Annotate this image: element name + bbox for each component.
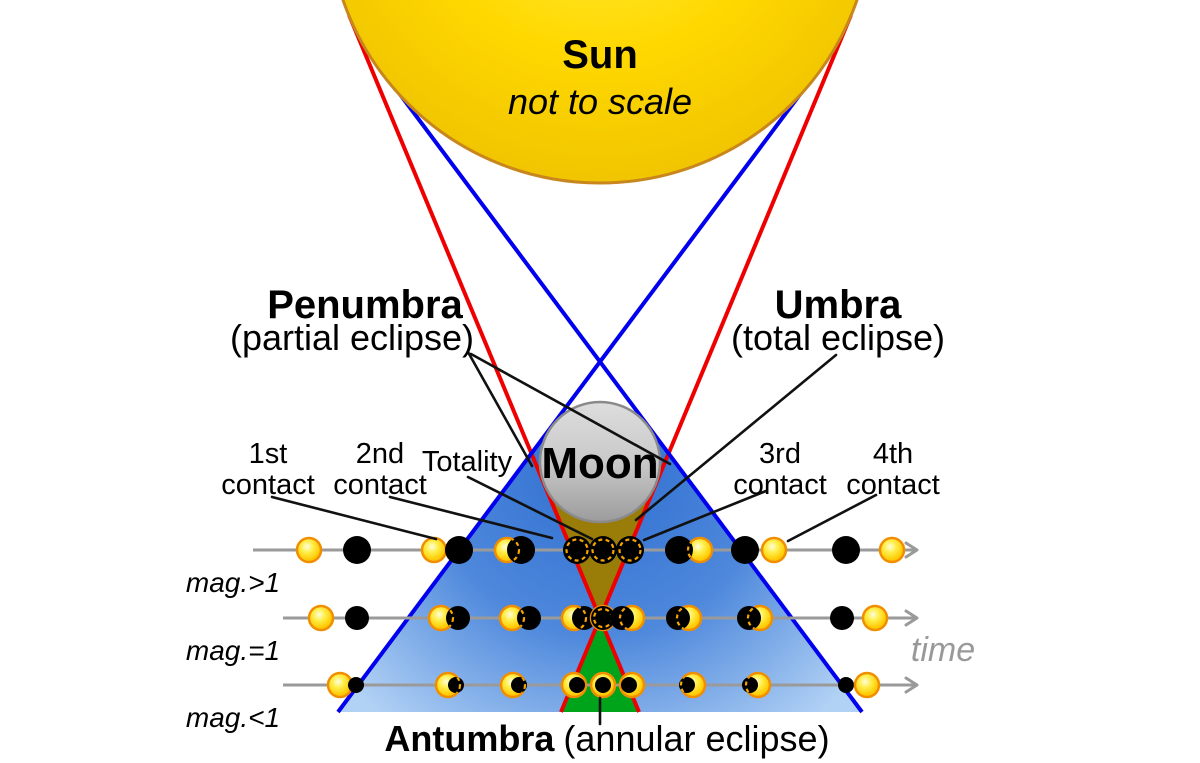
hidden-sun-limb xyxy=(565,538,589,562)
timeline-row-mag-lt-1 xyxy=(283,671,919,699)
hidden-sun-limb xyxy=(448,677,462,693)
moon-symbol xyxy=(348,677,364,693)
third-contact-label-num: 3rd xyxy=(759,438,801,470)
first-contact-label-word: contact xyxy=(221,469,315,501)
moon-symbol xyxy=(595,677,611,693)
umbra-tangent-line-right xyxy=(559,14,853,713)
second-contact-label-num: 2nd xyxy=(356,438,404,470)
sun-title: Sun xyxy=(562,33,638,77)
sun-symbol xyxy=(420,536,448,564)
arrow-right-icon xyxy=(904,676,919,694)
sun-symbol xyxy=(295,536,323,564)
antumbra-subtitle: (annular eclipse) xyxy=(563,718,829,759)
penumbra-tangent-line-left xyxy=(336,71,818,714)
time-axis-label: time xyxy=(911,631,975,669)
magnitude-label-row-2: mag.=1 xyxy=(186,635,280,666)
hidden-sun-limb xyxy=(618,538,642,562)
moon-symbol xyxy=(742,677,758,693)
penumbra-tangent-line-right xyxy=(382,71,864,714)
umbra-tangent-line-left xyxy=(347,14,641,713)
hidden-sun-limb xyxy=(675,606,690,630)
sun-disk xyxy=(341,0,859,185)
sun-symbol xyxy=(878,536,906,564)
first-contact-pointer xyxy=(270,495,438,541)
penumbra-pointer-right xyxy=(469,352,672,466)
penumbra-title: Penumbra xyxy=(267,283,463,327)
hidden-sun-limb xyxy=(572,606,588,630)
moon-symbol xyxy=(507,536,535,564)
third-contact-label-word: contact xyxy=(733,469,827,501)
second-contact-pointer xyxy=(388,495,554,540)
moon-symbol xyxy=(343,536,371,564)
hidden-sun-limb xyxy=(679,677,695,693)
hidden-sun-limb xyxy=(511,677,527,693)
hidden-sun-limb xyxy=(686,536,693,564)
fourth-contact-label-word: contact xyxy=(846,469,940,501)
penumbra-pointer-left xyxy=(466,350,534,468)
moon-symbol xyxy=(665,536,693,564)
sun-symbol xyxy=(307,604,335,632)
umbra-subtitle: (total eclipse) xyxy=(731,317,945,358)
hidden-sun-limb xyxy=(591,538,615,562)
moon-symbol xyxy=(830,606,854,630)
sun-symbol xyxy=(760,536,788,564)
moon-disk xyxy=(538,400,662,524)
third-contact-pointer xyxy=(642,489,768,542)
umbra-pointer xyxy=(634,353,838,522)
totality-label: Totality xyxy=(422,446,513,478)
magnitude-label-row-3: mag.<1 xyxy=(186,702,280,733)
moon-symbol xyxy=(610,606,634,630)
moon-label: Moon xyxy=(541,439,658,488)
fourth-contact-label-num: 4th xyxy=(873,438,913,470)
antumbra-title: Antumbra xyxy=(384,718,555,759)
moon-symbol xyxy=(448,677,464,693)
moon-symbol xyxy=(621,677,637,693)
moon-symbol xyxy=(445,536,473,564)
arrow-right-icon xyxy=(904,609,919,627)
hidden-sun-limb xyxy=(446,606,455,630)
arrow-right-icon xyxy=(904,541,919,559)
second-contact-label-word: contact xyxy=(333,469,427,501)
sun-subtitle: not to scale xyxy=(508,81,692,122)
moon-symbol xyxy=(569,677,585,693)
magnitude-label-row-1: mag.>1 xyxy=(186,567,280,598)
hidden-sun-limb xyxy=(517,606,526,630)
moon-symbol xyxy=(838,677,854,693)
first-contact-label-num: 1st xyxy=(249,438,288,470)
moon-symbol xyxy=(511,677,527,693)
totality-pointer xyxy=(466,475,594,541)
hidden-sun-limb xyxy=(618,606,634,630)
moon-symbol xyxy=(731,536,759,564)
moon-symbol xyxy=(591,606,615,630)
fourth-contact-pointer xyxy=(786,493,878,543)
moon-symbol xyxy=(832,536,860,564)
moon-symbol xyxy=(679,677,695,693)
timeline-row-mag-eq-1 xyxy=(283,604,919,632)
hidden-sun-limb xyxy=(746,606,761,630)
moon-symbol xyxy=(345,606,369,630)
hidden-sun-limb xyxy=(507,536,521,564)
timeline-row-mag-gt-1 xyxy=(253,536,919,564)
umbra-title: Umbra xyxy=(775,283,902,327)
antumbra-label: Antumbra(annular eclipse) xyxy=(384,718,829,759)
moon-symbol xyxy=(572,606,596,630)
sun-symbol xyxy=(861,604,889,632)
hidden-sun-limb xyxy=(744,677,758,693)
sun-symbol xyxy=(853,671,881,699)
penumbra-subtitle: (partial eclipse) xyxy=(230,317,474,358)
